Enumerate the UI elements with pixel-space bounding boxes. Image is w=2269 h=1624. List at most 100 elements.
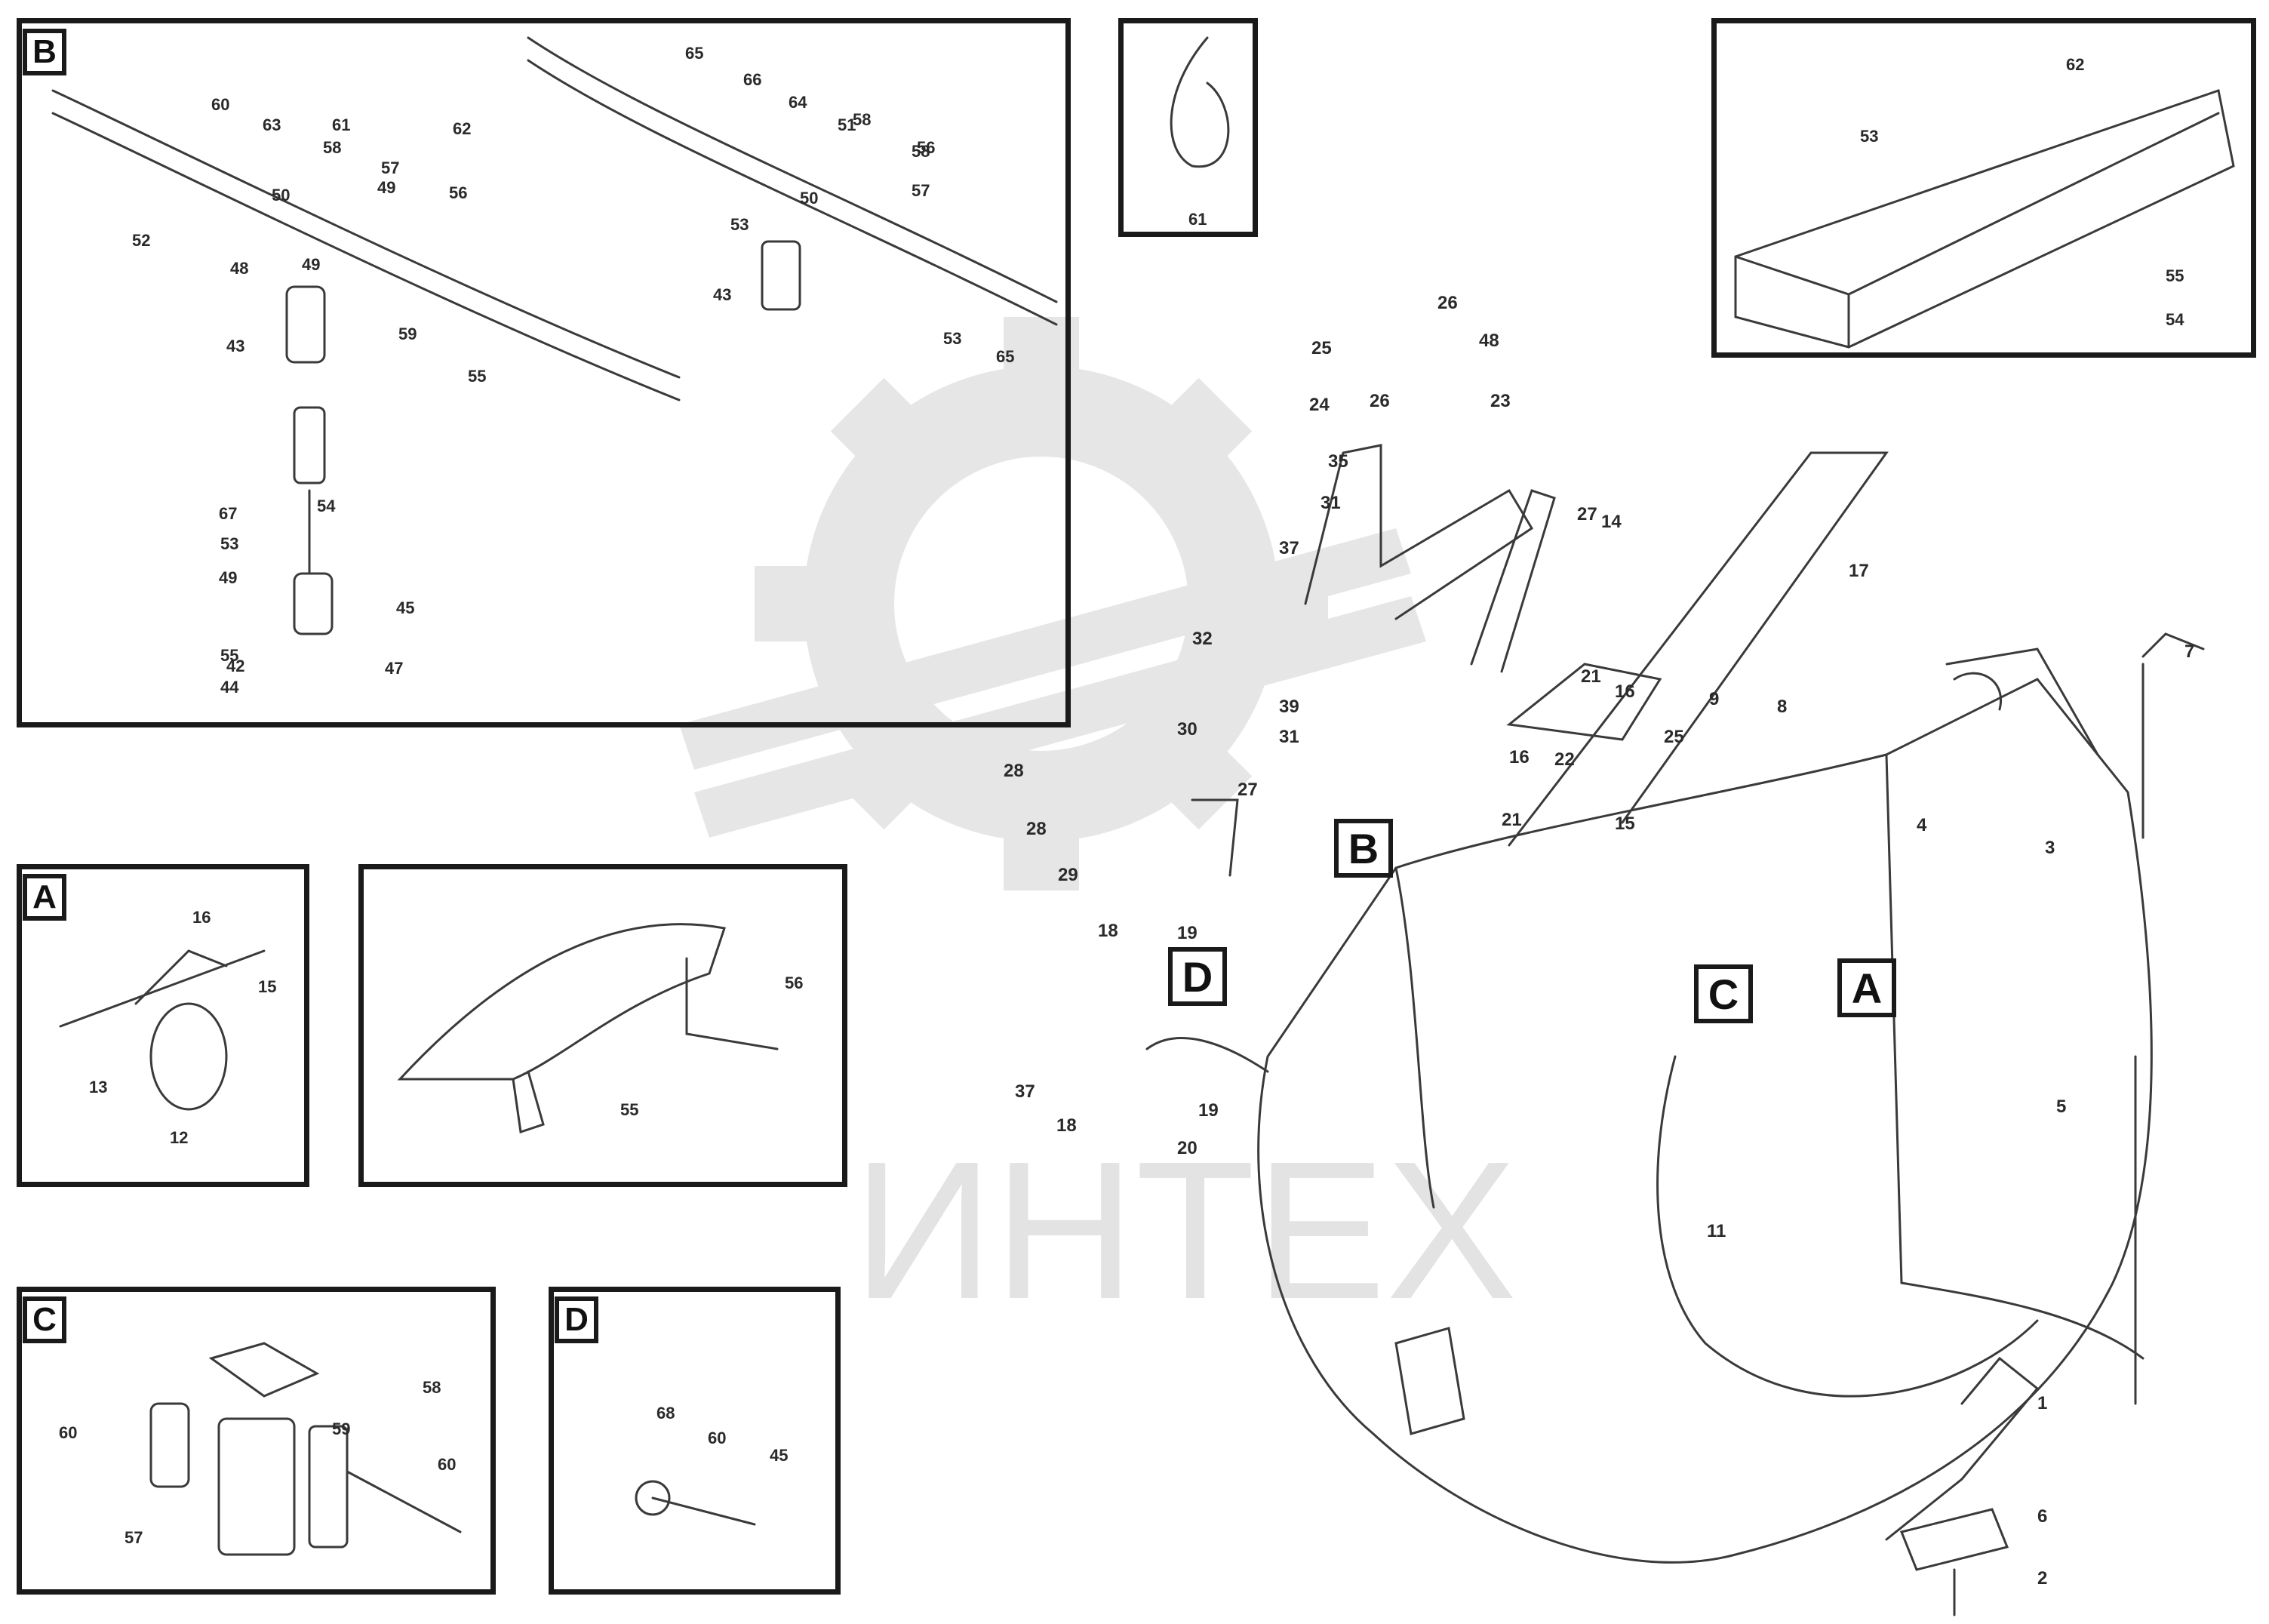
part-number-label: 48 [1479,331,1499,351]
part-number-label: 28 [1004,761,1024,781]
part-number-label: 7 [2184,641,2195,662]
detail-panel-d [549,1287,841,1595]
part-number-label: 22 [1554,749,1575,770]
part-number-label: 8 [1777,697,1788,717]
part-number-label: 65 [996,347,1015,366]
part-number-label: 56 [785,973,804,992]
part-number-label: 45 [396,598,415,617]
part-number-label: 64 [789,93,807,112]
part-number-label: 57 [125,1528,143,1547]
part-number-label: 3 [2045,838,2055,858]
part-number-label: 49 [377,178,396,197]
part-number-label: 50 [800,189,819,208]
part-number-label: 55 [220,646,239,665]
part-number-label: 14 [1601,512,1622,532]
part-number-label: 59 [398,324,417,343]
part-number-label: 49 [219,568,238,587]
part-number-label: 59 [332,1419,351,1438]
part-number-label: 56 [917,138,936,157]
watermark-text: ИНТЕХ [853,1121,1517,1340]
part-number-label: 60 [59,1423,78,1442]
part-number-label: 31 [1321,493,1341,513]
part-number-label: 19 [1198,1100,1219,1121]
part-number-label: 62 [453,119,472,138]
part-number-label: 55 [620,1100,639,1119]
part-number-label: 25 [1664,727,1684,747]
part-number-label: 28 [1026,819,1047,839]
part-number-label: 58 [912,142,930,161]
part-number-label: 27 [1237,780,1258,800]
part-number-label: 23 [1490,391,1511,411]
part-number-label: 20 [1177,1138,1198,1158]
part-number-label: 16 [1509,747,1530,767]
part-number-label: 61 [1188,210,1207,229]
linework [51,36,2235,1616]
part-number-label: 21 [1581,666,1601,687]
part-number-label: 53 [730,215,749,234]
part-number-label: 11 [1707,1221,1726,1241]
part-number-label: 15 [1615,814,1635,834]
part-number-label: 50 [272,186,291,205]
part-number-label: 26 [1437,293,1458,313]
part-number-label: 66 [743,70,762,89]
detail-tag: D [555,1296,598,1343]
part-number-label: 16 [192,908,211,927]
part-number-label: 58 [423,1378,441,1397]
detail-tag: C [23,1296,66,1343]
main-callout-tag: D [1168,947,1227,1006]
detail-panel-e [358,864,847,1187]
detail-tag: A [23,874,66,921]
part-number-label: 62 [2066,55,2085,74]
part-number-label: 53 [943,329,962,348]
part-number-label: 48 [230,259,249,278]
part-number-label: 54 [2166,310,2184,329]
part-number-label: 25 [1311,338,1332,358]
part-number-label: 19 [1177,923,1198,943]
detail-panel-f [1118,18,1258,237]
part-number-label: 9 [1709,689,1720,709]
part-number-label: 26 [1370,391,1390,411]
detail-panel-g [1711,18,2256,358]
part-number-label: 55 [468,367,487,386]
part-number-label: 57 [912,181,930,200]
part-number-label: 31 [1279,727,1299,747]
part-number-label: 42 [226,657,245,675]
part-number-label: 57 [381,158,400,177]
part-number-label: 68 [656,1404,675,1423]
part-number-label: 5 [2056,1097,2067,1117]
part-number-label: 18 [1098,921,1118,941]
watermark-gear [679,317,1426,890]
part-number-label: 30 [1177,719,1198,740]
detail-panel-b [17,18,1071,727]
part-number-label: 56 [449,183,468,202]
part-number-label: 13 [89,1078,108,1097]
part-number-label: 67 [219,504,238,523]
part-number-label: 21 [1502,810,1522,830]
part-number-label: 12 [170,1128,189,1147]
part-number-label: 16 [1615,681,1635,702]
part-number-label: 60 [211,95,230,114]
part-number-label: 27 [1577,504,1597,524]
part-number-label: 47 [385,659,404,678]
part-number-label: 49 [302,255,321,274]
part-number-label: 43 [226,337,245,355]
part-number-label: 32 [1192,629,1213,649]
part-number-label: 43 [713,285,732,304]
part-number-label: 55 [2166,266,2184,285]
part-number-label: 54 [317,497,336,515]
part-number-label: 61 [332,115,351,134]
part-number-label: 6 [2037,1506,2048,1527]
main-callout-tag: A [1837,958,1896,1017]
part-number-label: 58 [853,110,872,129]
part-number-label: 37 [1279,538,1299,558]
part-number-label: 18 [1056,1115,1077,1136]
part-number-label: 24 [1309,395,1330,415]
detail-panel-a [17,864,309,1187]
detail-tag: B [23,29,66,75]
main-callout-tag: C [1694,964,1753,1023]
part-number-label: 17 [1849,561,1869,581]
part-number-label: 45 [770,1446,789,1465]
main-callout-tag: B [1334,819,1393,878]
